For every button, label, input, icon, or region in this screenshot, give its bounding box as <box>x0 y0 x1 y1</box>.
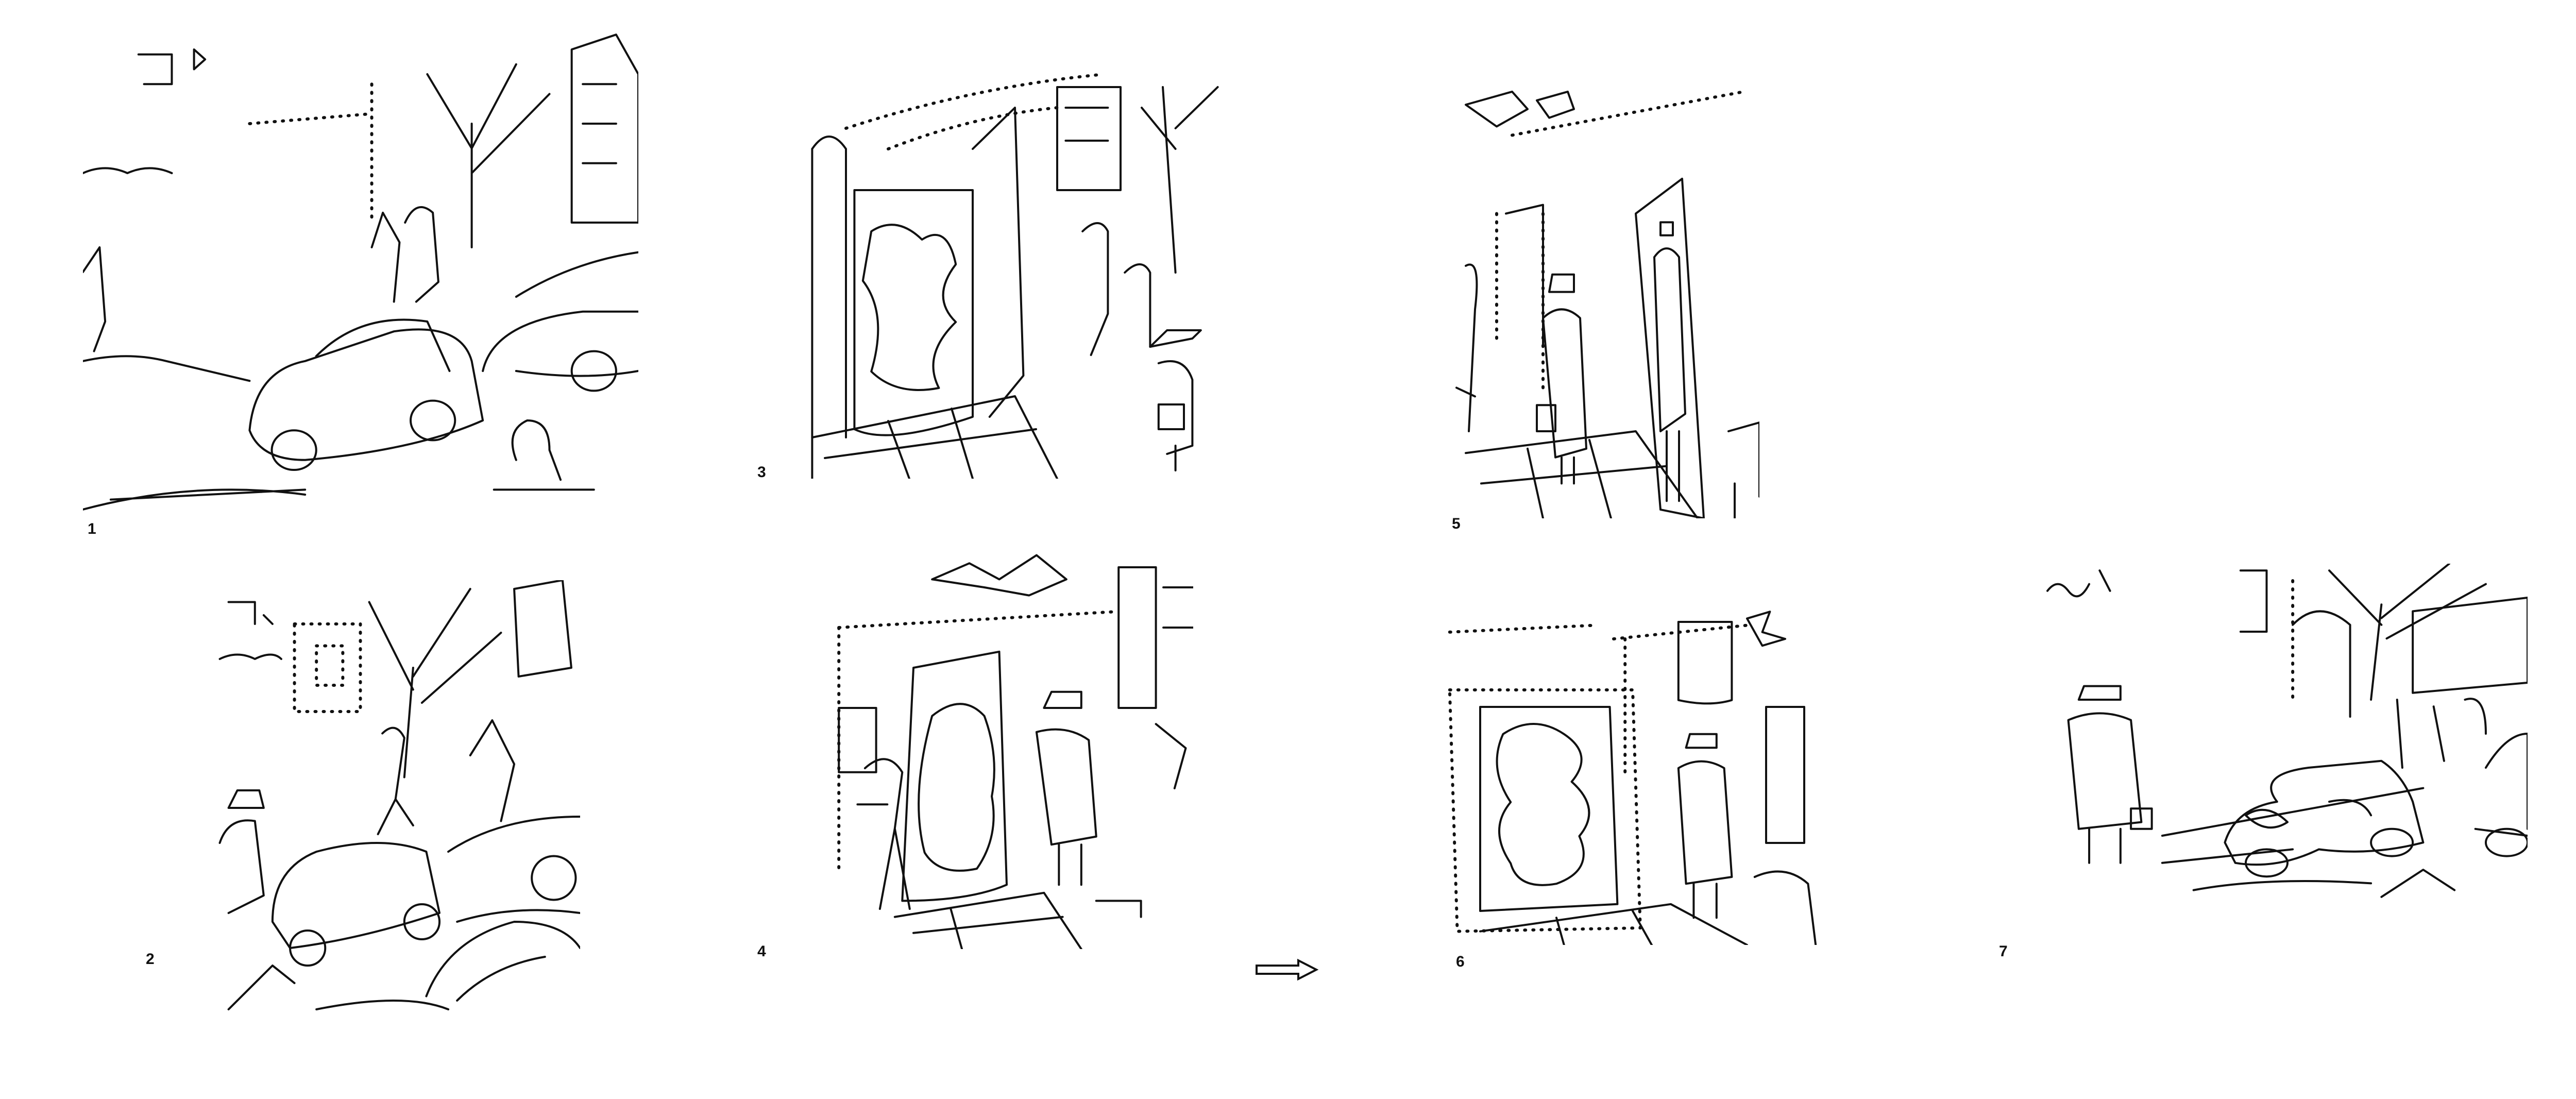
arrow-right-icon <box>1255 958 1319 981</box>
panel-6-blobby-reflection <box>1442 605 1823 945</box>
panel-number-4: 4 <box>757 943 766 960</box>
panel-number-5: 5 <box>1452 515 1461 532</box>
panel-number-2: 2 <box>146 951 155 968</box>
panel-5-tall-reflection <box>1450 83 1759 518</box>
panel-2-drawing <box>141 580 580 1018</box>
panel-2-man-exits-car <box>141 580 580 1018</box>
panel-6-drawing <box>1442 605 1823 945</box>
panel-7-distorted-car <box>2006 564 2528 904</box>
panel-5-drawing <box>1450 83 1759 518</box>
panel-number-6: 6 <box>1456 953 1465 970</box>
panel-number-1: 1 <box>88 520 96 537</box>
panel-3-entrance-mirror <box>804 66 1226 479</box>
panel-1-street-scene <box>83 25 638 519</box>
panel-7-drawing <box>2006 564 2528 904</box>
panel-4-mirror-monster <box>820 547 1193 949</box>
panel-4-drawing <box>820 547 1193 949</box>
panel-1-drawing <box>83 25 638 519</box>
panel-number-3: 3 <box>757 464 766 481</box>
panel-number-7: 7 <box>1999 943 2008 960</box>
panel-3-drawing <box>804 66 1226 479</box>
arrow-right-drawing <box>1256 958 1319 981</box>
